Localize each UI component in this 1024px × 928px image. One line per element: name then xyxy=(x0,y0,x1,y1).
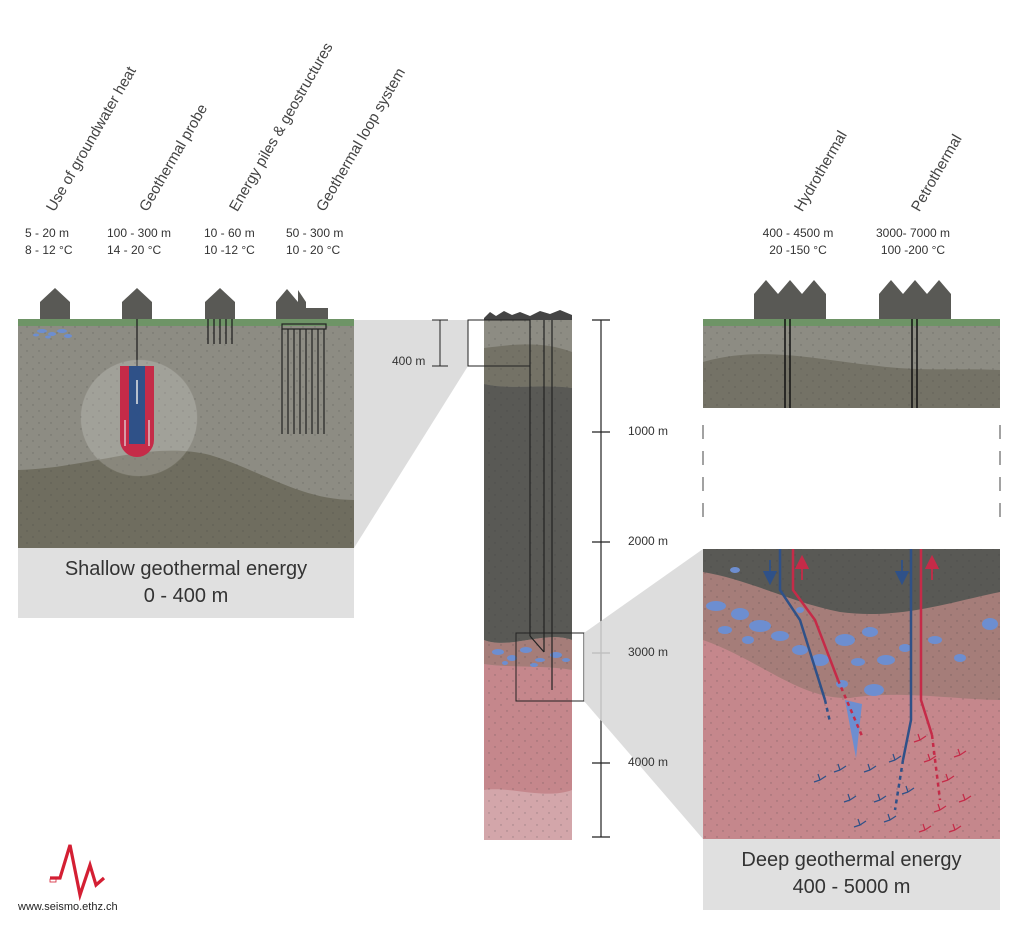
spec-depth: 400 - 4500 m xyxy=(762,226,834,240)
deep-surface-panel xyxy=(702,280,1001,520)
depth-column xyxy=(467,310,585,840)
spec-depth: 3000- 7000 m xyxy=(875,226,951,240)
energy-piles xyxy=(207,319,233,344)
zoom-connector-deep xyxy=(584,549,703,839)
spec-loop: 50 - 300 m 10 - 20 °C xyxy=(286,225,343,259)
depth-scale xyxy=(592,319,610,838)
marker-400-label: 400 m xyxy=(392,354,426,368)
spec-temp: 8 - 12 °C xyxy=(25,243,73,257)
spec-hydrothermal: 400 - 4500 m 20 -150 °C xyxy=(752,225,844,259)
depth-tick-label: 1000 m xyxy=(628,424,669,438)
flow-arrows xyxy=(762,554,940,586)
shallow-zoom-box xyxy=(467,319,531,367)
depth-tick-label: 4000 m xyxy=(628,755,669,769)
geothermal-probe-loop xyxy=(120,366,154,457)
spec-probe: 100 - 300 m 14 - 20 °C xyxy=(107,225,171,259)
spec-piles: 10 - 60 m 10 -12 °C xyxy=(204,225,255,259)
spec-petrothermal: 3000- 7000 m 100 -200 °C xyxy=(866,225,960,259)
spec-temp: 14 - 20 °C xyxy=(107,243,162,257)
groundwater-blobs xyxy=(33,329,72,339)
spec-temp: 10 -12 °C xyxy=(204,243,255,257)
spec-groundwater: 5 - 20 m 8 - 12 °C xyxy=(25,225,72,259)
shallow-caption-title: Shallow geothermal energy xyxy=(64,558,308,580)
depth-400-marker xyxy=(432,319,448,367)
deep-caption-range: 400 - 5000 m xyxy=(792,876,911,898)
spec-temp: 100 -200 °C xyxy=(880,243,946,257)
house-icon xyxy=(879,280,951,319)
website-link[interactable]: www.seismo.ethz.ch xyxy=(18,901,118,913)
column-aquifer-blobs xyxy=(492,647,570,667)
house-icon xyxy=(754,280,826,319)
spec-depth: 100 - 300 m xyxy=(107,226,172,240)
house-icon xyxy=(122,288,152,319)
spec-depth: 10 - 60 m xyxy=(204,226,255,240)
depth-tick-label: 2000 m xyxy=(628,534,669,548)
spec-temp: 20 -150 °C xyxy=(769,243,827,257)
house-icon xyxy=(205,288,235,319)
spec-depth: 5 - 20 m xyxy=(25,226,70,240)
shallow-panel xyxy=(18,288,354,548)
loop-system-collector xyxy=(281,323,327,434)
deep-caption: Deep geothermal energy 400 - 5000 m xyxy=(703,839,1000,910)
depth-tick-label: 3000 m xyxy=(628,645,669,659)
shallow-caption: Shallow geothermal energy 0 - 400 m xyxy=(18,548,354,618)
spec-temp: 10 - 20 °C xyxy=(286,243,341,257)
deep-caption-title: Deep geothermal energy xyxy=(741,849,962,871)
seismogram-logo-icon xyxy=(49,844,106,902)
grass-strip xyxy=(18,319,354,326)
zoom-connector-shallow xyxy=(354,320,468,548)
deep-zoom-panel xyxy=(703,549,1000,839)
petrothermal-wells xyxy=(893,549,942,811)
house-icon xyxy=(40,288,70,319)
shallow-caption-range: 0 - 400 m xyxy=(143,585,229,607)
petrothermal-fractures xyxy=(813,733,972,833)
spec-depth: 50 - 300 m xyxy=(286,226,344,240)
hydrothermal-wells xyxy=(778,549,864,737)
deep-aquifer-blobs xyxy=(706,567,998,758)
house-icon xyxy=(276,289,328,319)
